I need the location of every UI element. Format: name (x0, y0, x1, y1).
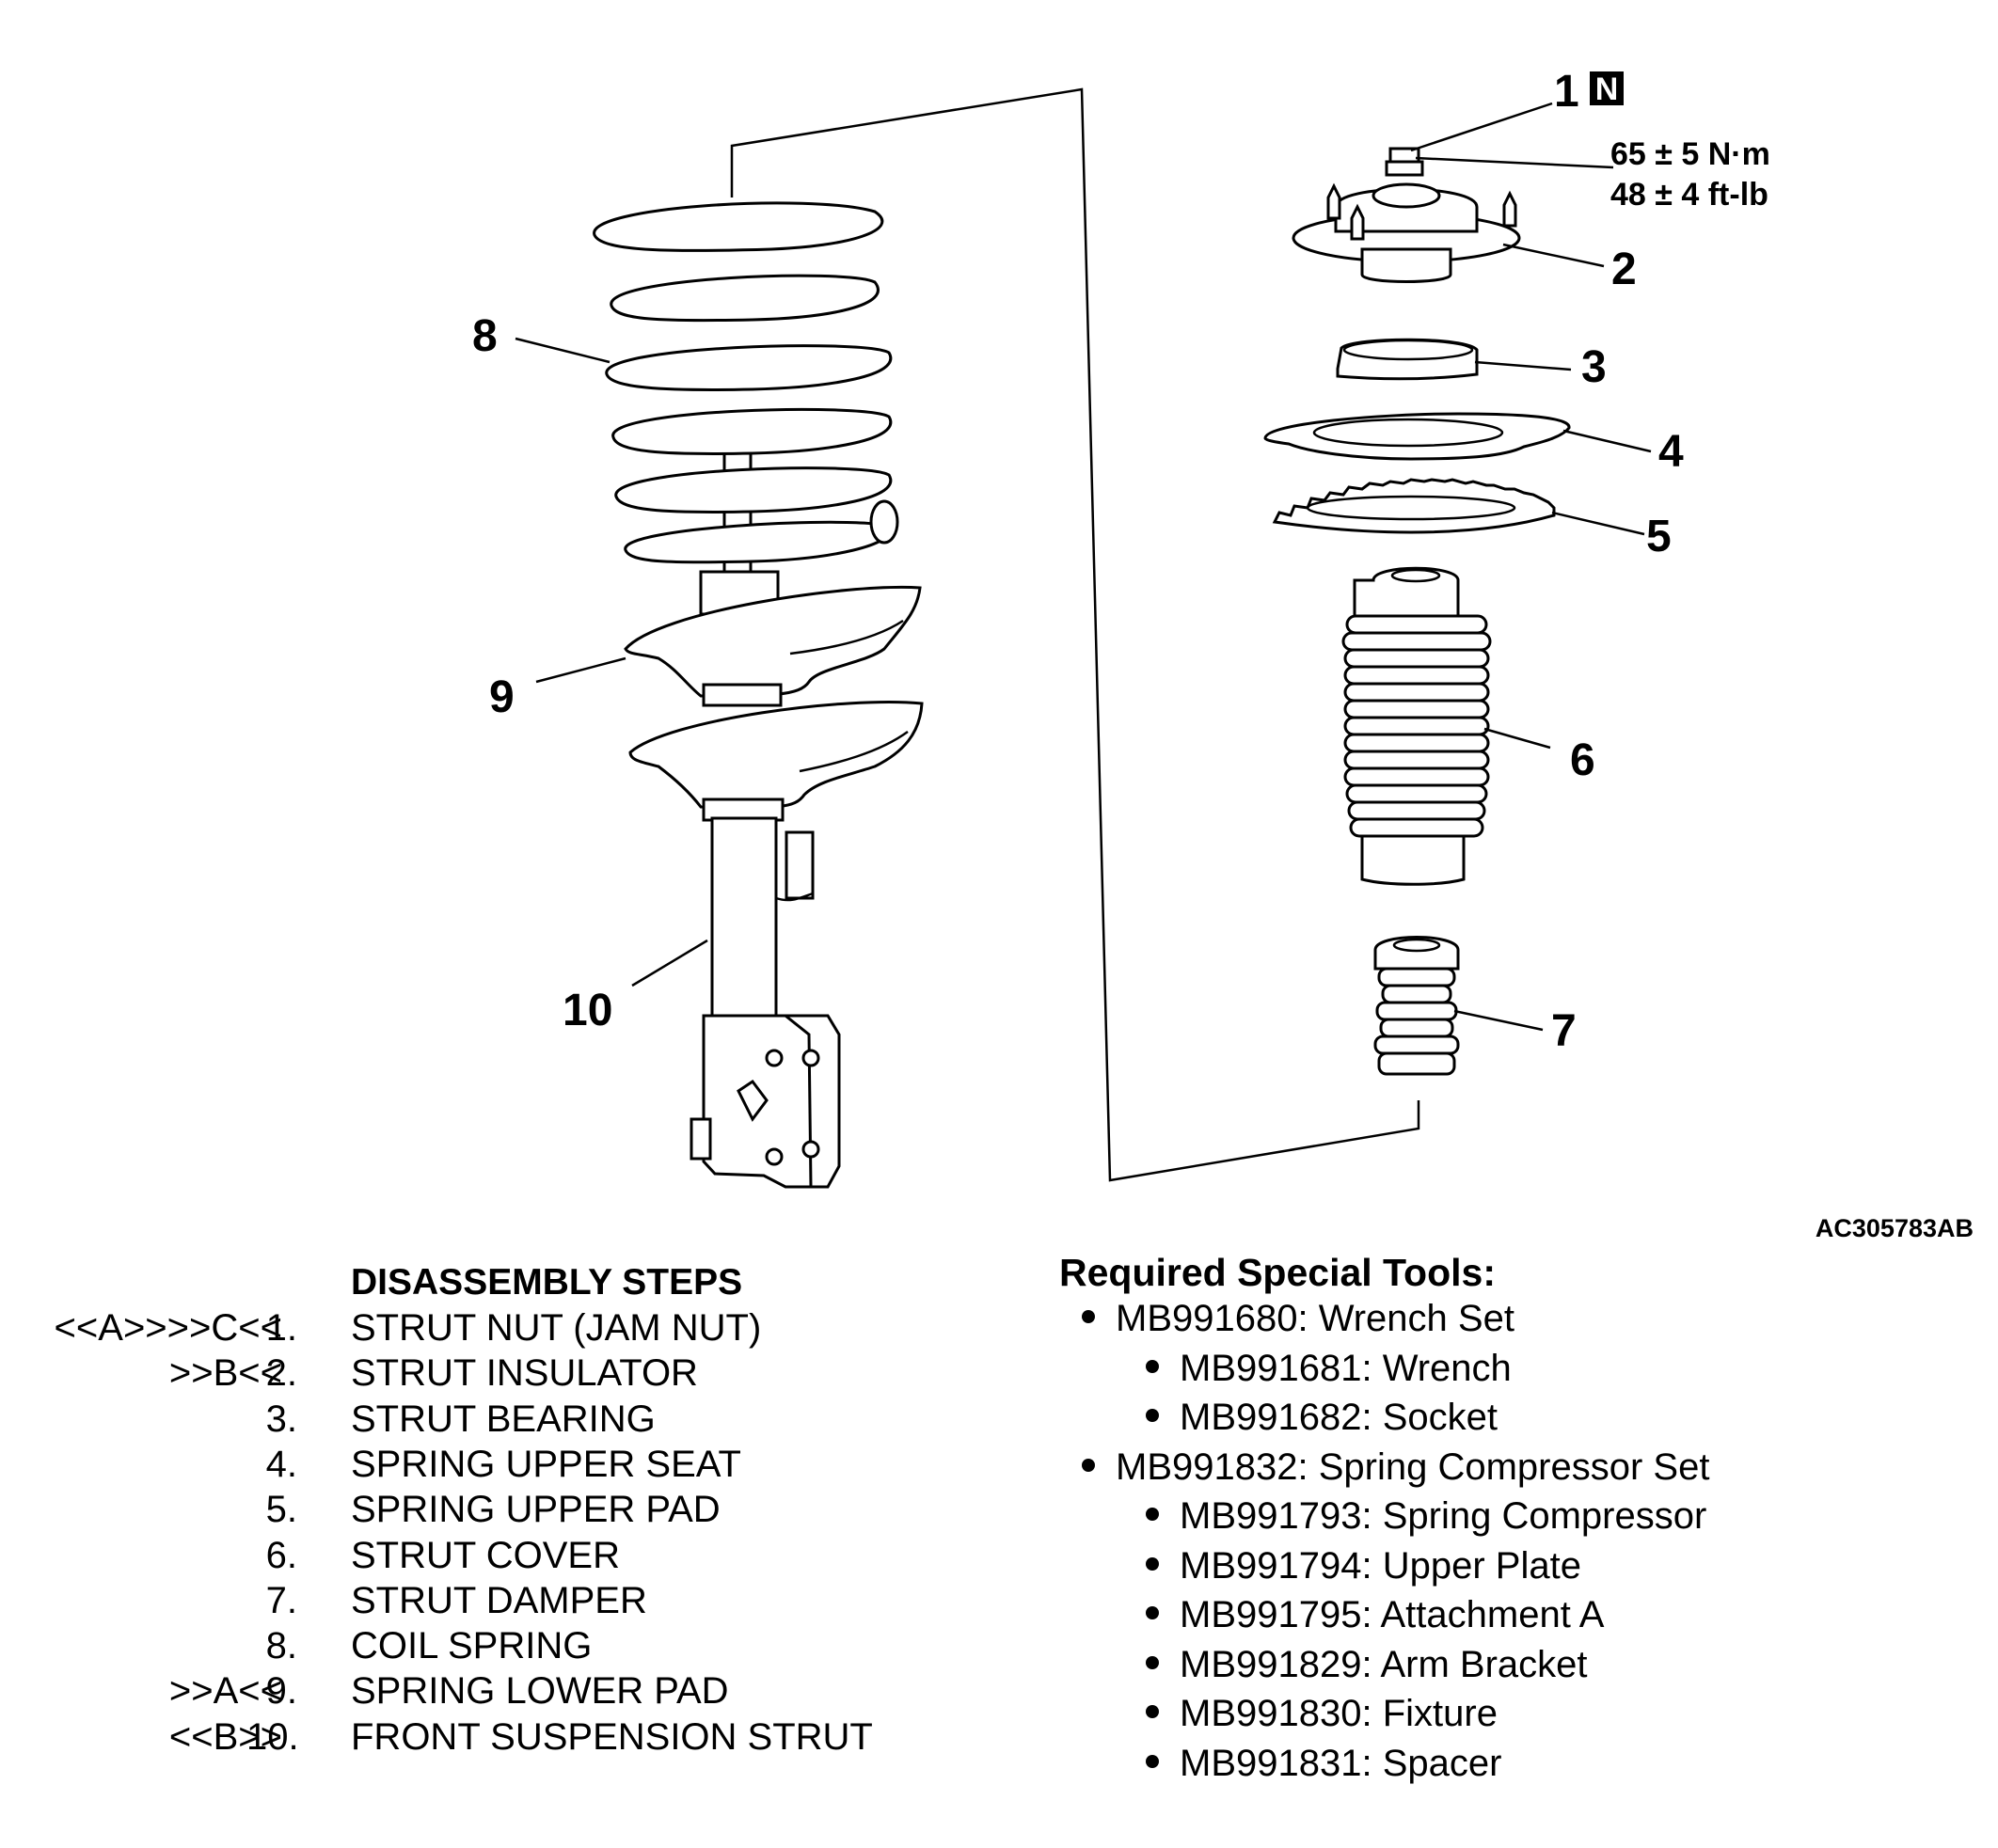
callout-5: 5 (1646, 512, 1672, 561)
step-name: STRUT DAMPER (351, 1579, 647, 1621)
step-row: 3. STRUT BEARING (0, 1397, 941, 1442)
strut-body (710, 816, 778, 1027)
step-name: SPRING UPPER PAD (351, 1489, 721, 1531)
bullet-icon (1146, 1508, 1159, 1522)
step-code: >>A<< (168, 1670, 282, 1713)
knuckle-bracket (690, 1014, 841, 1189)
strut-nut (1385, 147, 1424, 177)
callout-7: 7 (1551, 1006, 1577, 1056)
tool-item: MB991829: Arm Bracket (1146, 1644, 1588, 1691)
callout-4: 4 (1658, 427, 1684, 477)
callout-labels: 1 N 2 3 4 5 6 7 8 9 10 65 ± 5 N·m 48 ± 4… (472, 67, 1974, 1242)
tool-item: MB991831: Spacer (1146, 1743, 1501, 1790)
bullet-icon (1082, 1458, 1095, 1472)
step-number: 1. (265, 1307, 297, 1349)
spring-upper-seat (1263, 412, 1571, 461)
step-number: 4. (265, 1443, 297, 1485)
tool-text: MB991795: Attachment A (1180, 1594, 1605, 1635)
step-name: STRUT INSULATOR (351, 1352, 698, 1395)
step-row: >>B<<2. STRUT INSULATOR (0, 1350, 941, 1396)
step-row: 6. STRUT COVER (0, 1533, 941, 1578)
callout-10: 10 (563, 986, 612, 1035)
bullet-icon (1146, 1409, 1159, 1423)
new-part-badge: N (1595, 71, 1619, 107)
strut-damper (1373, 936, 1460, 1076)
leader-lines (515, 102, 1652, 1032)
tool-text: MB991832: Spring Compressor Set (1116, 1445, 1710, 1488)
tool-text: MB991682: Socket (1180, 1397, 1498, 1438)
group-bracket-line (730, 87, 1420, 1182)
tool-item: MB991681: Wrench (1146, 1348, 1512, 1395)
disassembly-title: DISASSEMBLY STEPS (351, 1262, 743, 1303)
tool-text: MB991793: Spring Compressor (1180, 1495, 1707, 1537)
strut-insulator (1292, 182, 1521, 283)
bullet-icon (1146, 1359, 1159, 1373)
step-number: 6. (265, 1534, 297, 1576)
step-number: 5. (265, 1489, 297, 1531)
bullet-icon (1146, 1556, 1159, 1571)
coil-spring (593, 201, 899, 564)
step-name: STRUT NUT (JAM NUT) (351, 1307, 762, 1349)
step-name: STRUT COVER (351, 1534, 620, 1576)
step-number: 7. (265, 1579, 297, 1621)
bullet-icon (1082, 1310, 1095, 1324)
step-number: 10. (246, 1715, 299, 1758)
step-name: SPRING UPPER SEAT (351, 1443, 741, 1485)
new-part-badge-box (1590, 71, 1624, 105)
step-code: >>B<< (168, 1352, 282, 1395)
bullet-icon (1146, 1655, 1159, 1669)
callout-8: 8 (472, 311, 498, 361)
step-number: 8. (265, 1625, 297, 1667)
callout-9: 9 (489, 672, 515, 722)
step-code: <<B>> (168, 1715, 282, 1758)
tool-set-item: MB991680: Wrench Set (1082, 1298, 1514, 1345)
tool-set-item: MB991832: Spring Compressor Set (1082, 1446, 1709, 1493)
step-name: COIL SPRING (351, 1625, 593, 1667)
torque-imperial: 48 ± 4 ft-lb (1610, 177, 1768, 213)
step-name: SPRING LOWER PAD (351, 1670, 729, 1713)
tool-text: MB991794: Upper Plate (1180, 1544, 1581, 1587)
step-number: 2. (265, 1352, 297, 1395)
tool-item: MB991830: Fixture (1146, 1693, 1498, 1740)
tool-text: MB991829: Arm Bracket (1180, 1643, 1588, 1685)
callout-2: 2 (1611, 245, 1637, 294)
torque-metric: 65 ± 5 N·m (1610, 136, 1770, 172)
tool-text: MB991681: Wrench (1180, 1347, 1512, 1389)
tool-item: MB991793: Spring Compressor (1146, 1495, 1706, 1542)
spring-lower-seat (628, 701, 924, 822)
callout-3: 3 (1581, 342, 1607, 392)
step-code: <<A>>>>C<< (54, 1307, 282, 1349)
step-row: <<B>>10. FRONT SUSPENSION STRUT (0, 1714, 941, 1760)
bullet-icon (1146, 1705, 1159, 1719)
tool-text: MB991830: Fixture (1180, 1693, 1498, 1734)
step-row: 8. COIL SPRING (0, 1623, 941, 1668)
step-row: 4. SPRING UPPER SEAT (0, 1442, 941, 1487)
step-row: <<A>>>>C<<1. STRUT NUT (JAM NUT) (0, 1305, 941, 1350)
callout-6: 6 (1570, 735, 1595, 785)
tool-text: MB991680: Wrench Set (1116, 1298, 1514, 1339)
bullet-icon (1146, 1754, 1159, 1768)
strut-bearing (1336, 338, 1479, 381)
tools-title: Required Special Tools: (1059, 1251, 1496, 1294)
step-number: 9. (265, 1670, 297, 1713)
tool-text: MB991831: Spacer (1180, 1742, 1502, 1784)
step-name: FRONT SUSPENSION STRUT (351, 1715, 873, 1758)
step-row: >>A<<9. SPRING LOWER PAD (0, 1668, 941, 1714)
callout-1: 1 (1554, 67, 1579, 117)
step-row: 7. STRUT DAMPER (0, 1578, 941, 1623)
front-suspension-strut-assembly (593, 201, 924, 1189)
tool-item: MB991795: Attachment A (1146, 1594, 1604, 1641)
bullet-icon (1146, 1606, 1159, 1620)
spring-upper-pad (1272, 478, 1556, 534)
strut-cover (1341, 566, 1492, 886)
spring-lower-pad (624, 585, 922, 707)
step-number: 3. (265, 1398, 297, 1440)
step-row: 5. SPRING UPPER PAD (0, 1487, 941, 1532)
tool-item: MB991682: Socket (1146, 1397, 1498, 1444)
tool-item: MB991794: Upper Plate (1146, 1545, 1581, 1592)
step-name: STRUT BEARING (351, 1398, 656, 1440)
figure-id: AC305783AB (1816, 1214, 1974, 1242)
